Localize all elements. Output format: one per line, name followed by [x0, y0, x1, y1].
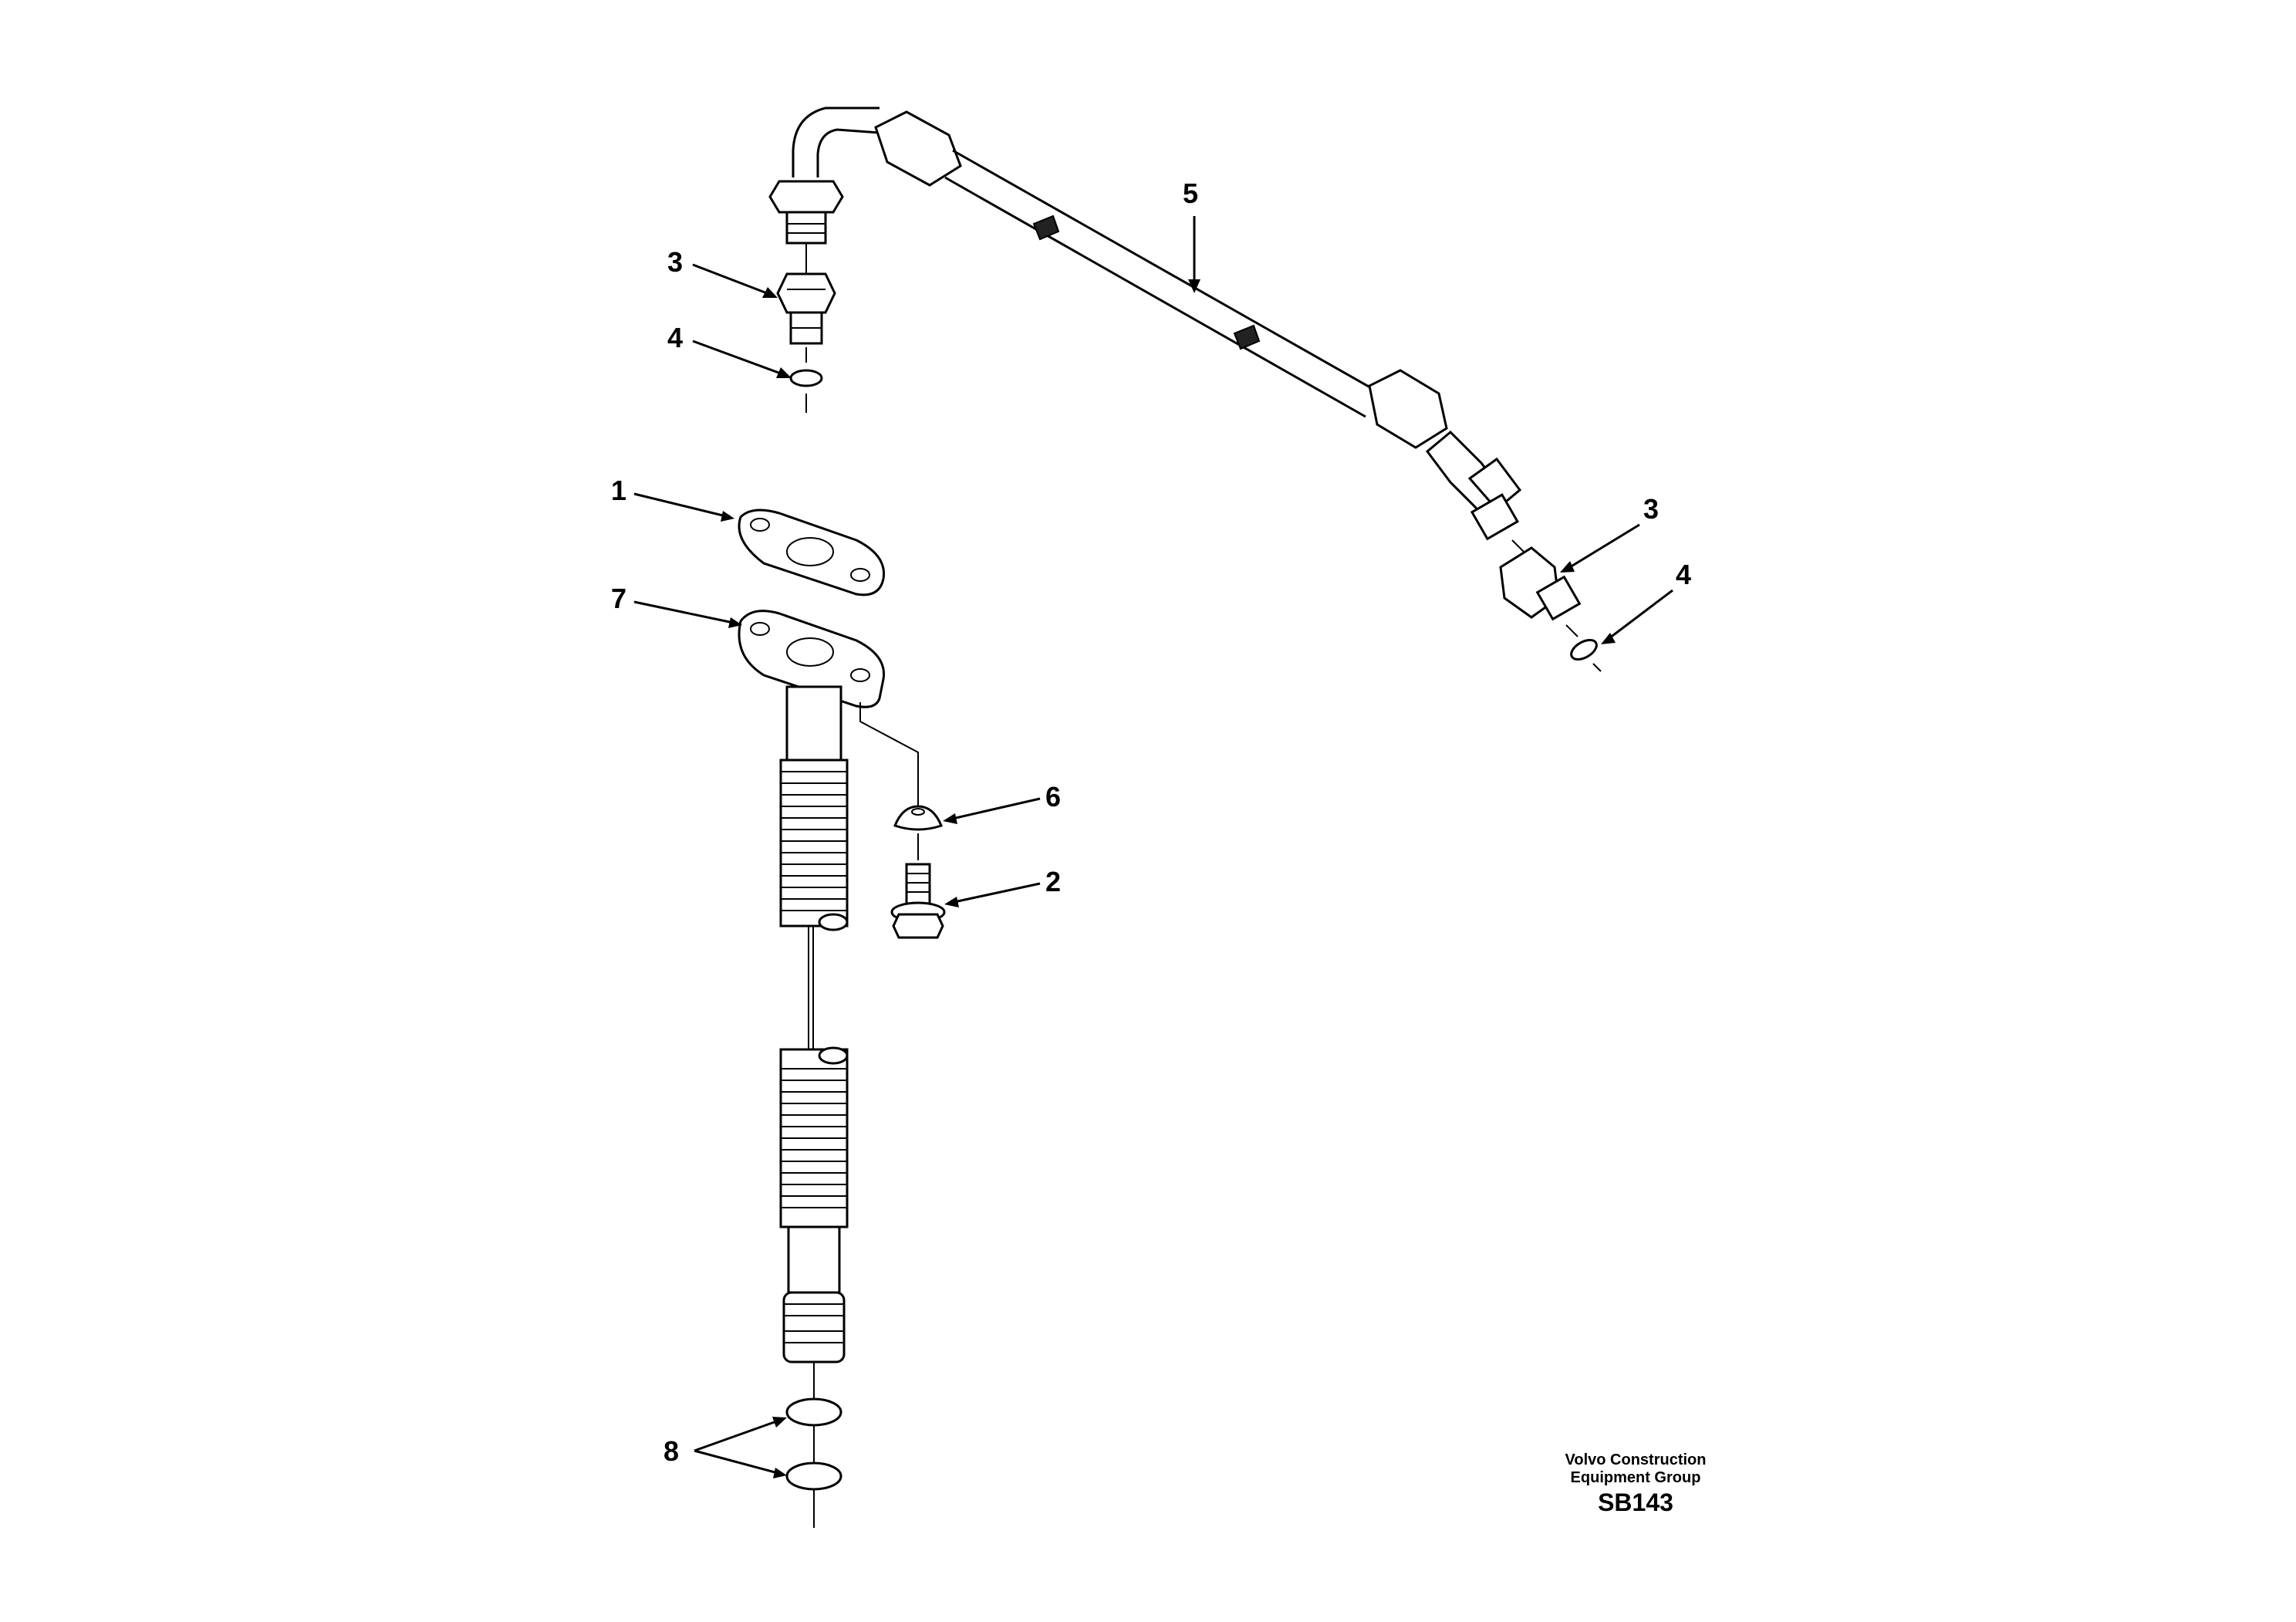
callout-1: 1: [611, 475, 626, 506]
washer: [893, 805, 943, 860]
callout-5: 5: [1183, 177, 1198, 209]
oil-pipe-assembly: [768, 106, 1522, 541]
pipe-end-upper-left: [785, 211, 827, 245]
diagram-code: SB143: [1598, 1489, 1673, 1516]
pipe-nut-bend: [874, 110, 962, 187]
adapter-left: [776, 272, 836, 345]
callout-6: 6: [1045, 781, 1061, 813]
pipe-end-lower-right: [1470, 493, 1519, 541]
pipe-nut-upper-left: [768, 180, 844, 214]
callout-7: 7: [611, 583, 626, 614]
callout-8: 8: [663, 1435, 679, 1467]
hose-marking-1: [1032, 215, 1060, 241]
callout-3-right: 3: [1643, 493, 1659, 525]
hose-marking-2: [1233, 324, 1261, 350]
company-name-line-2: Equipment Group: [1571, 1469, 1701, 1486]
company-name-line-1: Volvo Construction: [1565, 1451, 1707, 1468]
bolt: [890, 863, 946, 939]
return-pipe-flange: [738, 610, 919, 1528]
callout-2: 2: [1045, 866, 1061, 897]
gasket: [738, 509, 886, 596]
o-ring-right: [1570, 639, 1598, 661]
callout-4-left: 4: [667, 322, 683, 353]
leader-lines: [633, 216, 1673, 1478]
o-ring-8-lower: [785, 1461, 842, 1491]
pipe-nut-lower-right: [1368, 369, 1448, 449]
o-ring-left: [789, 369, 823, 387]
callout-4-right: 4: [1676, 559, 1691, 590]
callout-3-left: 3: [667, 246, 683, 278]
adapter-right: [1499, 546, 1582, 621]
o-ring-8-upper: [785, 1397, 842, 1427]
